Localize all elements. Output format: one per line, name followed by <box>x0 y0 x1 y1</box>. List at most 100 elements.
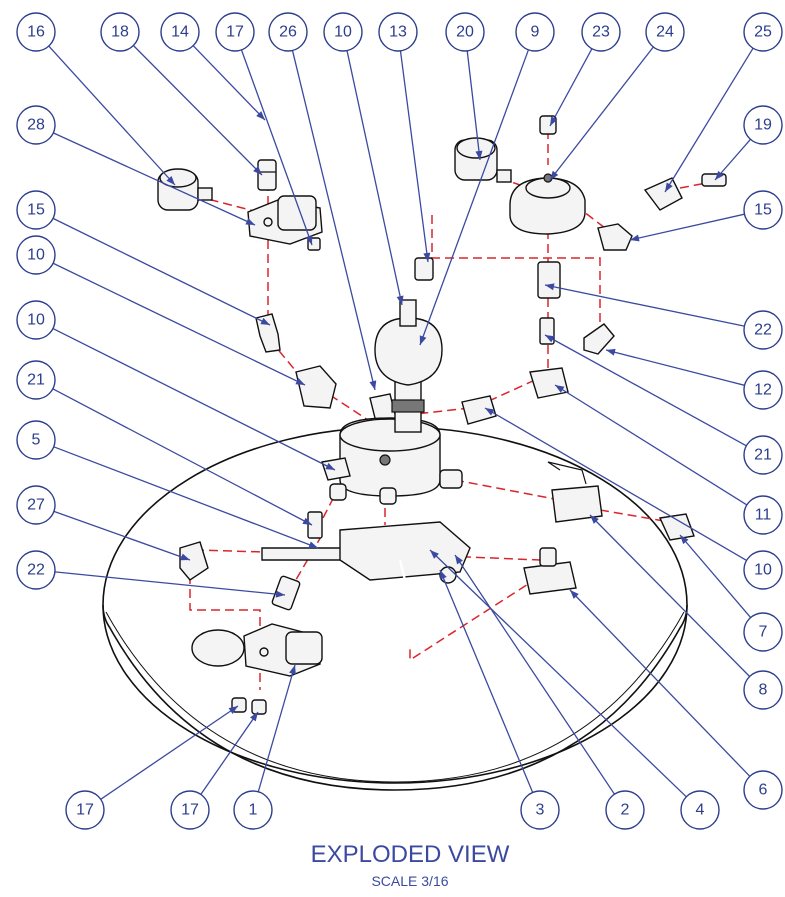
balloon-24: 24 <box>645 12 685 52</box>
leader-line-20 <box>466 50 481 161</box>
balloon-label: 17 <box>76 802 94 819</box>
balloon-5: 5 <box>16 420 56 460</box>
balloon-17: 17 <box>215 12 255 52</box>
balloon-26: 26 <box>268 12 308 52</box>
leader-line-25 <box>664 47 754 193</box>
leader-arrow-28 <box>245 218 255 225</box>
balloon-label: 1 <box>249 802 258 819</box>
balloon-4: 4 <box>680 790 720 830</box>
leader-arrow-15 <box>630 234 640 242</box>
leader-line-9 <box>419 49 530 346</box>
leader-line-13 <box>399 50 429 263</box>
balloon-label: 21 <box>754 447 772 464</box>
balloon-circle <box>520 790 560 830</box>
balloon-18: 18 <box>100 12 140 52</box>
balloon-circle <box>743 435 783 475</box>
balloon-circle <box>743 770 783 810</box>
leader-line-18 <box>132 45 263 176</box>
balloon-circle <box>16 300 56 340</box>
balloon-label: 16 <box>27 24 45 41</box>
leader-line-6 <box>569 589 751 777</box>
balloon-circle <box>605 790 645 830</box>
balloon-1: 1 <box>233 790 273 830</box>
balloon-label: 23 <box>592 24 610 41</box>
balloon-circle <box>268 12 308 52</box>
leader-line-10 <box>52 327 336 471</box>
leader-arrow-27 <box>180 553 190 561</box>
leader-arrow-25 <box>665 182 673 192</box>
balloon-3: 3 <box>520 790 560 830</box>
balloon-label: 21 <box>27 372 45 389</box>
balloon-label: 15 <box>754 202 772 219</box>
leader-arrow-17 <box>228 706 238 714</box>
balloon-8: 8 <box>743 670 783 710</box>
leader-arrow-8 <box>590 515 599 524</box>
leader-arrow-17 <box>305 235 313 245</box>
leader-arrow-10 <box>396 295 404 305</box>
leader-line-26 <box>291 50 376 391</box>
balloon-circle <box>743 612 783 652</box>
balloon-circle <box>16 12 56 52</box>
balloon-16: 16 <box>16 12 56 52</box>
balloon-circle <box>743 670 783 710</box>
balloon-21: 21 <box>743 435 783 475</box>
leader-arrow-24 <box>550 170 559 180</box>
balloon-28: 28 <box>16 105 56 145</box>
balloon-label: 22 <box>754 322 772 339</box>
balloon-2: 2 <box>605 790 645 830</box>
leader-arrow-26 <box>369 380 377 390</box>
balloon-circle <box>323 12 363 52</box>
balloon-13: 13 <box>378 12 418 52</box>
balloon-10: 10 <box>323 12 363 52</box>
leader-arrow-10 <box>325 462 335 470</box>
leader-arrow-16 <box>166 175 175 185</box>
balloon-circle <box>215 12 255 52</box>
balloon-circle <box>743 12 783 52</box>
balloon-circle <box>515 12 555 52</box>
leader-line-17 <box>100 705 239 800</box>
balloon-label: 13 <box>389 24 407 41</box>
balloon-label: 26 <box>279 24 297 41</box>
balloon-circle <box>233 790 273 830</box>
balloon-22: 22 <box>743 310 783 350</box>
leader-line-17 <box>200 711 259 795</box>
leader-line-7 <box>679 534 752 618</box>
view-title: EXPLODED VIEW <box>311 841 510 868</box>
balloon-label: 12 <box>754 382 772 399</box>
balloon-label: 15 <box>27 202 45 219</box>
leader-line-3 <box>439 569 534 793</box>
balloon-10: 10 <box>16 300 56 340</box>
leader-line-10 <box>52 262 306 386</box>
balloon-label: 10 <box>334 24 352 41</box>
leader-arrow-10 <box>295 377 305 385</box>
leader-arrow-19 <box>715 170 724 180</box>
balloon-label: 14 <box>171 24 189 41</box>
leader-arrow-7 <box>680 535 689 545</box>
balloon-23: 23 <box>581 12 621 52</box>
balloon-14: 14 <box>160 12 200 52</box>
leader-arrow-11 <box>555 385 565 393</box>
leader-lines <box>48 45 754 800</box>
balloon-circle <box>65 790 105 830</box>
view-scale: SCALE 3/16 <box>371 873 448 889</box>
balloon-19: 19 <box>743 105 783 145</box>
balloon-20: 20 <box>445 12 485 52</box>
balloon-circle <box>378 12 418 52</box>
leader-line-21 <box>544 334 747 447</box>
balloon-circle <box>16 485 56 525</box>
balloon-circle <box>160 12 200 52</box>
balloon-label: 25 <box>754 24 772 41</box>
balloon-label: 4 <box>696 802 705 819</box>
leader-line-11 <box>554 384 748 506</box>
leader-arrow-5 <box>308 541 318 549</box>
leader-arrow-10 <box>485 408 495 416</box>
leader-arrow-18 <box>253 166 262 175</box>
balloon-label: 6 <box>759 782 768 799</box>
balloon-circle <box>743 105 783 145</box>
balloon-15: 15 <box>16 190 56 230</box>
leader-arrow-21 <box>302 517 312 525</box>
balloon-circle <box>445 12 485 52</box>
leader-arrow-1 <box>289 665 296 675</box>
balloon-label: 5 <box>32 432 41 449</box>
balloon-label: 2 <box>621 802 630 819</box>
